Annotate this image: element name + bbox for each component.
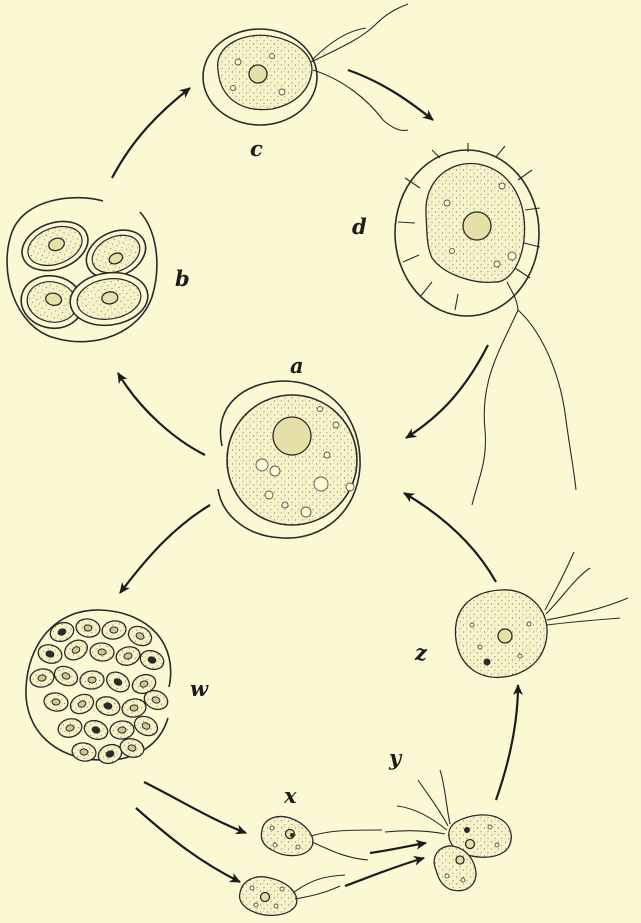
small-cell xyxy=(43,691,70,713)
small-cell xyxy=(48,619,77,644)
label-z: z xyxy=(414,640,428,665)
label-x: x xyxy=(283,783,297,808)
cell-a xyxy=(218,381,360,538)
label-w: w xyxy=(190,676,209,701)
zoospore-x-lower xyxy=(240,875,345,915)
arrow-c-to-d xyxy=(348,70,433,120)
zygote-z xyxy=(455,552,628,677)
cell-d xyxy=(395,143,576,505)
small-cell xyxy=(121,697,148,719)
zoospore-x-upper xyxy=(261,817,382,861)
arrow-w-to-x-upper xyxy=(144,782,246,833)
arrow-b-to-c xyxy=(112,88,190,178)
label-c: c xyxy=(250,136,263,161)
small-cell xyxy=(56,716,84,740)
arrow-y-to-z xyxy=(496,685,518,800)
cell-w xyxy=(26,610,171,767)
small-cell xyxy=(103,668,133,696)
arrow-x-to-y-lower xyxy=(345,858,424,886)
small-cell xyxy=(101,619,128,641)
cell-c xyxy=(203,4,408,131)
small-cell xyxy=(89,642,114,662)
arrow-a-to-b xyxy=(118,373,205,455)
small-cell xyxy=(114,644,142,668)
small-cell xyxy=(29,667,56,689)
small-cell xyxy=(67,691,96,717)
cell-b xyxy=(7,198,157,342)
small-cell xyxy=(75,617,102,639)
label-a: a xyxy=(290,353,304,378)
small-cell xyxy=(94,694,122,718)
arrow-x-to-y-upper xyxy=(370,843,426,853)
small-cell xyxy=(138,647,167,672)
small-cell xyxy=(118,736,146,760)
small-cell xyxy=(82,717,111,742)
arrow-z-to-a xyxy=(404,493,496,582)
label-d: d xyxy=(352,214,367,239)
zygote-y xyxy=(385,770,511,891)
label-b: b xyxy=(175,266,190,291)
small-cell xyxy=(51,663,80,689)
small-cell xyxy=(109,720,134,740)
label-y: y xyxy=(388,745,403,770)
small-cell xyxy=(36,642,64,666)
small-cell xyxy=(79,670,104,690)
arrow-d-to-a xyxy=(406,345,488,438)
arrow-w-to-x-lower xyxy=(136,808,240,882)
arrow-a-to-w xyxy=(120,505,210,593)
